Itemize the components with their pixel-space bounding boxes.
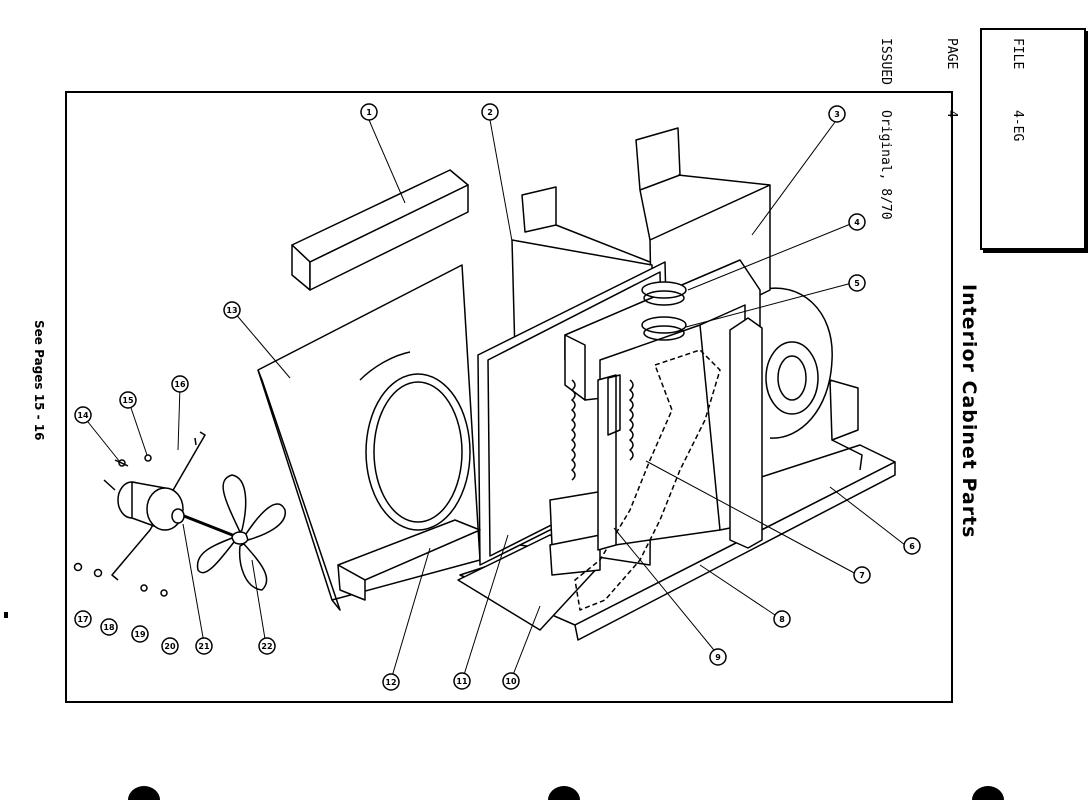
callout-17: 17 [74, 610, 92, 628]
part-22-fan-blade [196, 474, 286, 591]
svg-text:1: 1 [366, 108, 372, 117]
svg-text:2: 2 [487, 108, 493, 117]
callout-14: 14 [74, 406, 92, 424]
part-1-bracket [291, 169, 469, 291]
svg-text:12: 12 [385, 678, 396, 687]
file-value: 4-EG [1010, 110, 1025, 142]
blower-housing [759, 287, 863, 471]
svg-text:14: 14 [77, 411, 89, 420]
issued-label: ISSUED [878, 38, 893, 85]
svg-text:17: 17 [77, 615, 88, 624]
callout-9: 9 [709, 648, 727, 666]
callout-16: 16 [171, 375, 189, 393]
svg-text:6: 6 [909, 542, 915, 551]
svg-text:21: 21 [198, 642, 210, 651]
callout-8: 8 [773, 610, 791, 628]
callout-7: 7 [853, 566, 871, 584]
callout-11: 11 [453, 672, 471, 690]
callout-21: 21 [195, 637, 213, 655]
hardware [73, 454, 168, 597]
svg-text:20: 20 [164, 642, 176, 651]
callout-13: 13 [223, 301, 241, 319]
part-16-motor-bracket [111, 431, 206, 581]
svg-text:8: 8 [779, 615, 785, 624]
svg-text:13: 13 [226, 306, 237, 315]
evaporator-assembly [549, 259, 763, 611]
title-block: FILE 4-EG PAGE 4 ISSUED Original, 8/70 [878, 28, 1086, 250]
callout-5: 5 [848, 274, 866, 292]
callout-2: 2 [481, 103, 499, 121]
binder-marks [4, 612, 1004, 800]
drawing-frame [65, 91, 953, 703]
section-title: Interior Cabinet Parts [958, 284, 980, 539]
svg-text:18: 18 [103, 623, 115, 632]
callout-4: 4 [848, 213, 866, 231]
see-pages-note: See Pages 15 - 16 [32, 320, 46, 441]
issued-value: Original, 8/70 [878, 110, 893, 220]
svg-text:7: 7 [859, 571, 865, 580]
callout-10: 10 [502, 672, 520, 690]
callout-3: 3 [828, 105, 846, 123]
file-label: FILE [1010, 38, 1025, 70]
callout-22: 22 [258, 637, 276, 655]
page-value: 4 [944, 110, 959, 118]
page-label: PAGE [944, 38, 959, 70]
svg-text:10: 10 [505, 677, 517, 686]
svg-text:9: 9 [715, 653, 721, 662]
callout-15: 15 [119, 391, 137, 409]
part-12-rail [337, 519, 481, 601]
callout-1: 1 [360, 103, 378, 121]
callout-6: 6 [903, 537, 921, 555]
callout-18: 18 [100, 618, 118, 636]
callouts: 1 2 3 4 5 6 7 8 9 10 11 12 13 14 15 16 1… [74, 103, 921, 691]
svg-text:16: 16 [174, 380, 186, 389]
svg-text:4: 4 [854, 218, 860, 227]
svg-text:15: 15 [122, 396, 134, 405]
svg-text:19: 19 [134, 630, 146, 639]
callout-12: 12 [382, 673, 400, 691]
svg-text:22: 22 [261, 642, 272, 651]
callout-20: 20 [161, 637, 179, 655]
part-13-front-panel [257, 264, 481, 611]
callout-19: 19 [131, 625, 149, 643]
leader-lines [83, 119, 906, 681]
svg-text:3: 3 [834, 110, 840, 119]
svg-text:11: 11 [456, 677, 468, 686]
svg-text:5: 5 [854, 279, 860, 288]
part-21-motor [103, 479, 241, 540]
